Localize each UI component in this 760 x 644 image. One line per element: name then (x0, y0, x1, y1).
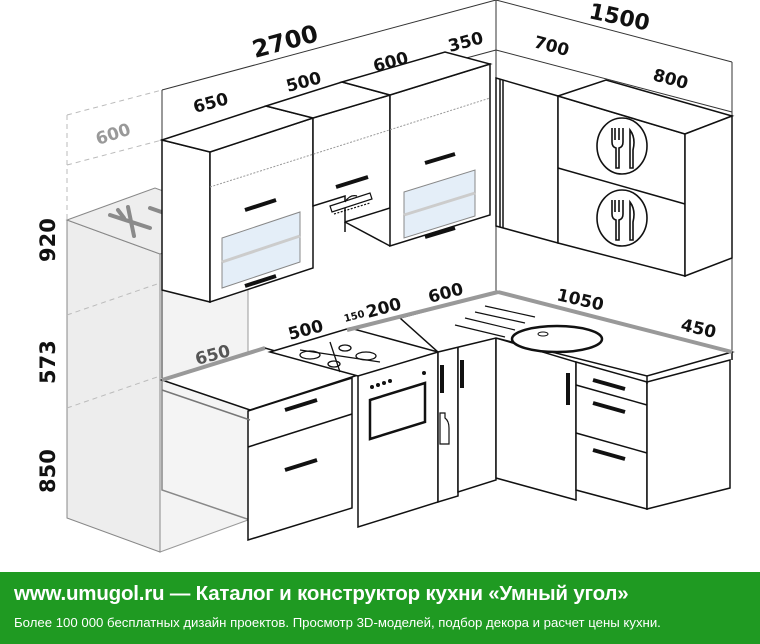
banner-title-link[interactable]: www.umugol.ru — Каталог и конструктор ку… (14, 582, 629, 605)
range-hood-icon (329, 192, 373, 215)
gas-hob-icon (299, 341, 381, 373)
base-handles (284, 360, 626, 472)
upper-segment-800-label: 800 (651, 66, 691, 95)
counter-150-label: 150 (343, 309, 366, 325)
stove-knobs (370, 371, 426, 389)
upper-height-label: 920 (36, 218, 60, 262)
glass-door-right (403, 169, 476, 239)
fridge-depth-dimension (66, 89, 163, 220)
glass-door-left (221, 211, 301, 289)
total-right-wall-label: 1500 (587, 0, 652, 37)
base-cabinets (159, 291, 735, 542)
bottle-icon (439, 412, 450, 445)
banner-subtitle: Более 100 000 бесплатных дизайн проектов… (14, 615, 661, 630)
kitchen-diagram: 600 2700 1500 650 500 600 350 700 800 92… (36, 0, 735, 553)
upper-cabinets-right (495, 77, 735, 278)
fridge-depth-label: 600 (93, 120, 133, 150)
countertop-edges (161, 290, 733, 382)
backsplash-height-label: 573 (36, 340, 60, 384)
upper-segment-650-label: 650 (191, 89, 231, 118)
promo-banner: www.umugol.ru — Каталог и конструктор ку… (0, 572, 760, 644)
cutlery-icon-top (596, 117, 648, 175)
base-height-label: 850 (36, 449, 60, 493)
sink-icon (454, 305, 604, 354)
upper-segment-350-label: 350 (446, 28, 486, 57)
cutlery-icon-bottom (596, 189, 648, 247)
upper-segment-700-label: 700 (532, 33, 572, 62)
upper-cabinets-left (159, 51, 493, 304)
